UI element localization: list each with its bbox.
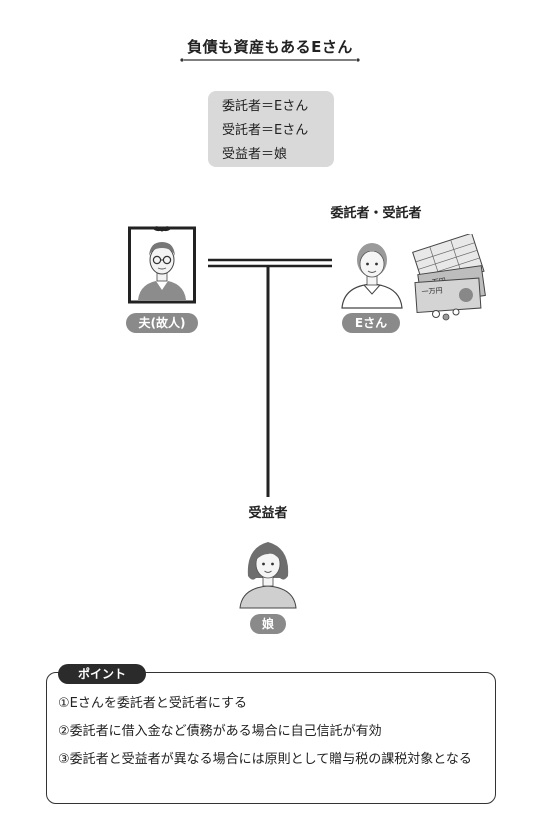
points-box [46,672,496,804]
e-san-role-label: 委託者・受託者 [330,206,422,221]
summary-box: 委託者＝Eさん 受託者＝Eさん 受益者＝娘 [208,91,334,167]
money-and-documents-icon: 一万円 一万円 [406,232,490,324]
daughter-name-pill: 娘 [250,614,286,634]
e-san-name-pill: Eさん [342,313,400,333]
point-item-1: ①Eさんを委託者と受託者にする [58,696,247,711]
banknote-text-front: 一万円 [421,287,443,296]
summary-beneficiary: 受益者＝娘 [222,147,288,162]
husband-portrait [128,226,196,304]
e-san-figure [336,226,408,310]
daughter-figure [236,526,300,610]
daughter-role-label: 受益者 [248,506,288,521]
summary-settlor: 委託者＝Eさん [222,99,309,114]
point-item-3: ③委託者と受益者が異なる場合には原則として贈与税の課税対象となる [58,752,472,767]
husband-name-pill: 夫(故人) [126,313,198,333]
title-underline [180,58,360,62]
summary-trustee: 受託者＝Eさん [222,123,309,138]
points-tag: ポイント [58,664,146,684]
diagram-title: 負債も資産もあるEさん [187,38,353,56]
point-item-2: ②委託者に借入金など債務がある場合に自己信託が有効 [58,724,382,739]
